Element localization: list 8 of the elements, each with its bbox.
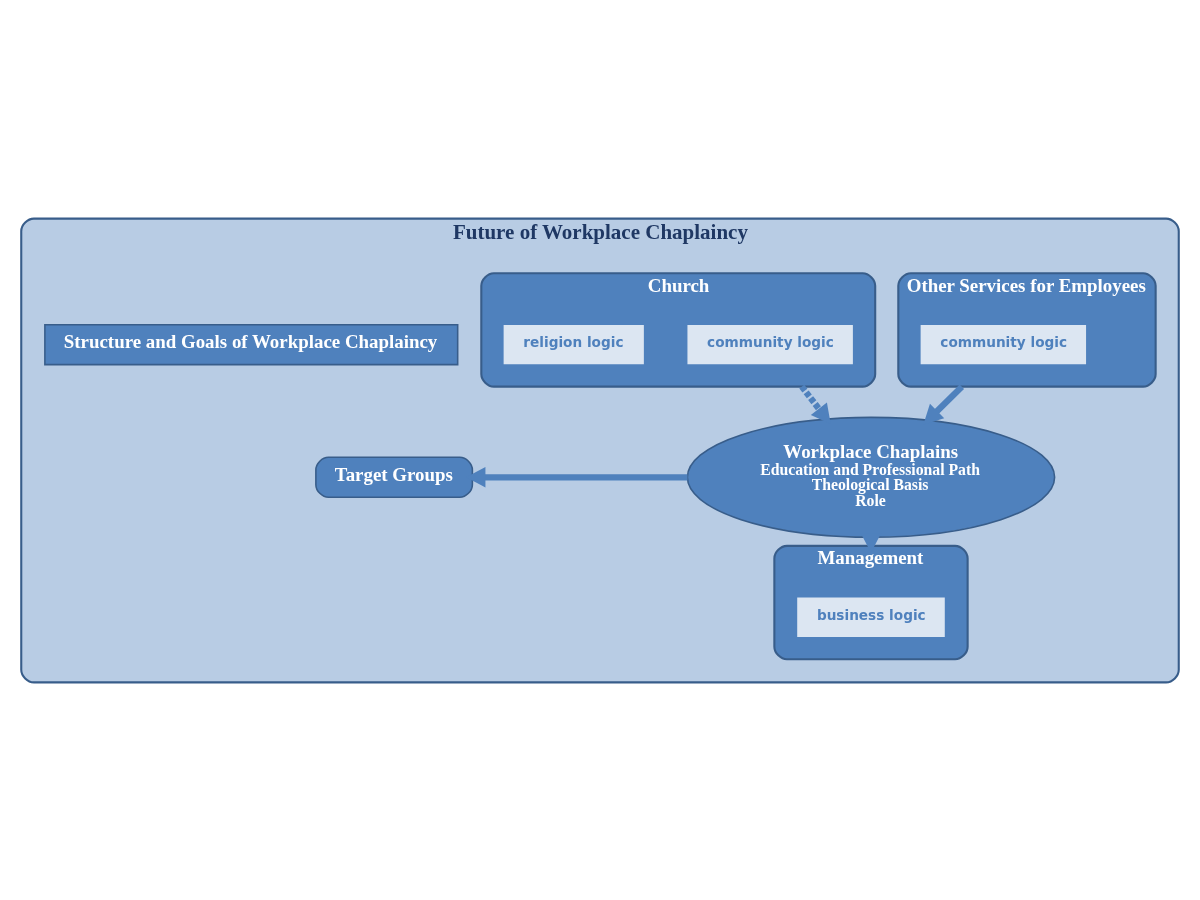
node-box: business logic <box>797 597 945 637</box>
node-box: community logic <box>687 324 853 364</box>
arrow <box>923 383 965 425</box>
node-box: religion logic <box>503 324 644 364</box>
node-box: Structure and Goals of Workplace Chaplaincy <box>44 323 459 365</box>
node-box: community logic <box>920 324 1087 364</box>
node-box: Target Groups <box>315 456 474 498</box>
arrow <box>799 384 831 424</box>
